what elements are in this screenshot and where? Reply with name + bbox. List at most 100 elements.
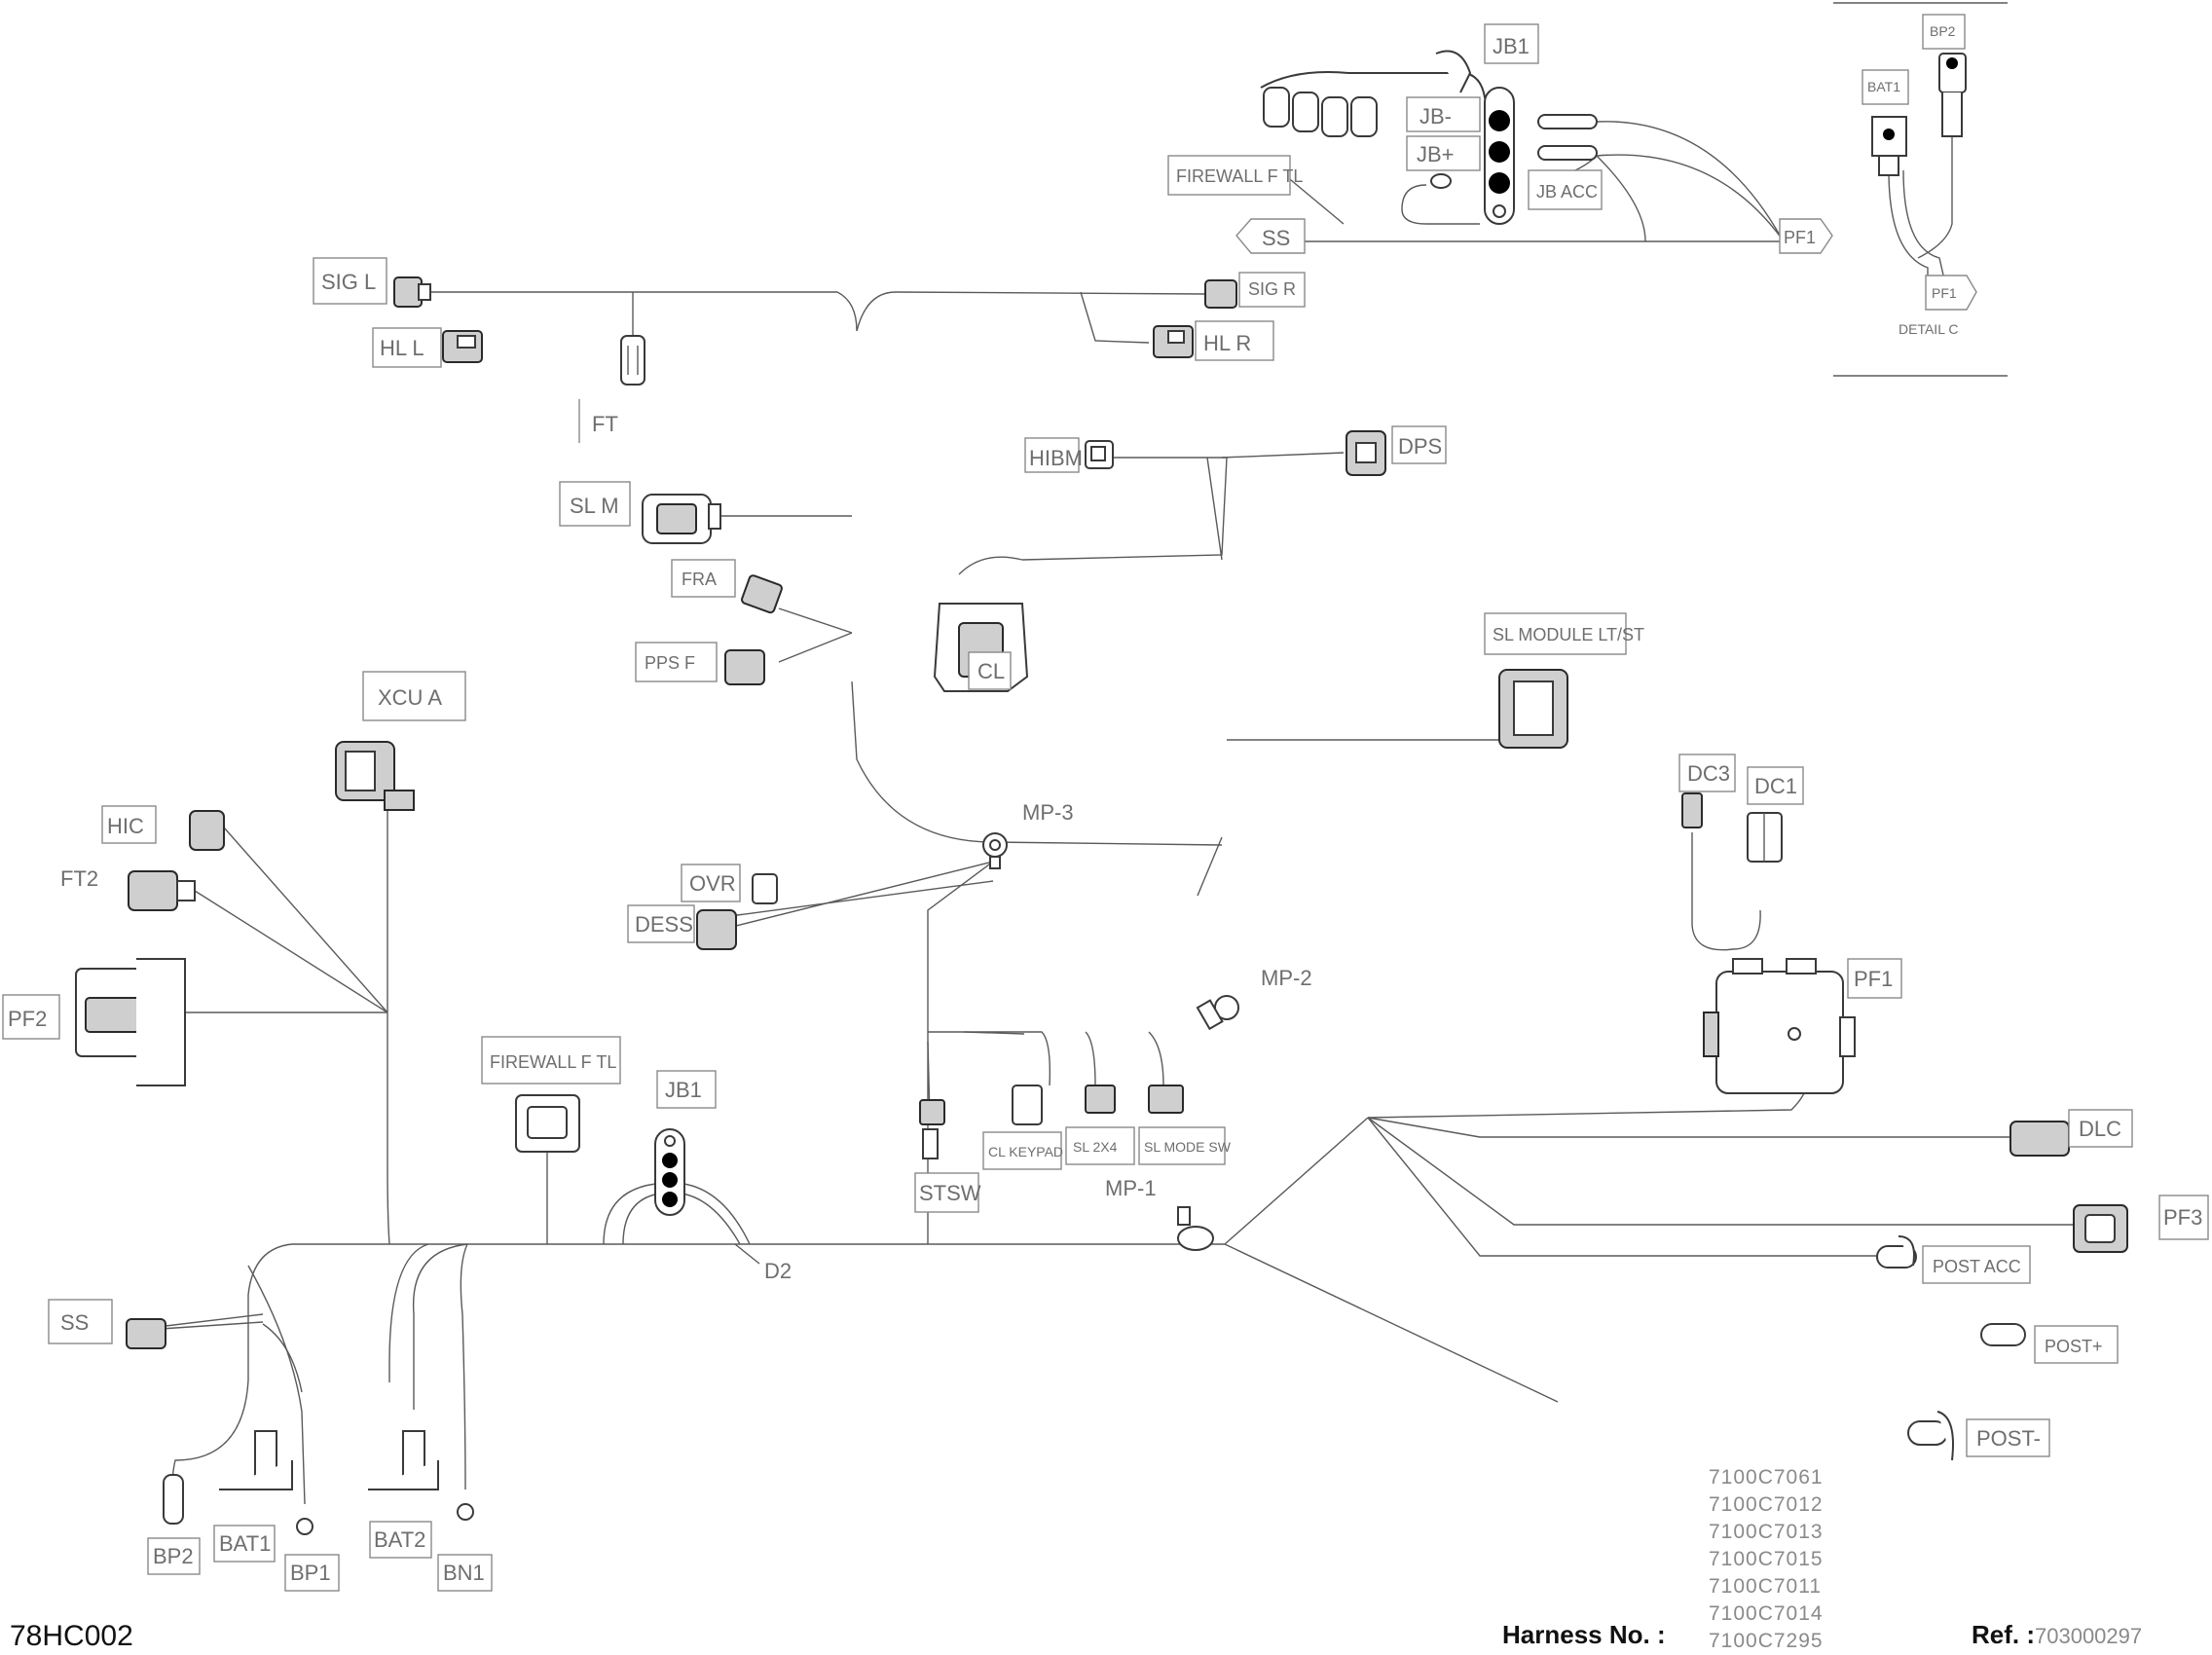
label-jb-acc: JB ACC: [1536, 182, 1598, 202]
label-bp1: BP1: [290, 1561, 331, 1585]
harness-number: 7100C7011: [1709, 1575, 1822, 1598]
sl-2x4-connector[interactable]: [1085, 1085, 1116, 1114]
sig-l-connector[interactable]: [393, 276, 431, 308]
jb-plus-terminal: [1489, 141, 1510, 163]
label-pps-f: PPS F: [645, 653, 695, 673]
label-jb-minus: JB-: [1419, 104, 1452, 129]
label-hl-r: HL R: [1203, 331, 1251, 355]
bp2-terminal[interactable]: [163, 1474, 184, 1525]
label-mp1: MP-1: [1105, 1176, 1157, 1200]
label-sl-mode-sw: SL MODE SW: [1144, 1139, 1232, 1155]
label-dlc: DLC: [2079, 1117, 2121, 1141]
label-post-acc: POST ACC: [1933, 1257, 2021, 1276]
sig-r-connector[interactable]: [1204, 279, 1237, 309]
harness-number: 7100C7295: [1709, 1630, 1824, 1652]
label-sl-m: SL M: [570, 494, 619, 518]
footer: 78HC002 Harness No. : 7100C7061 7100C701…: [10, 1466, 2142, 1652]
hibm-connector[interactable]: [1085, 440, 1114, 469]
dc3-connector[interactable]: [1681, 792, 1703, 828]
dps-connector[interactable]: [1346, 430, 1386, 476]
label-pf2: PF2: [8, 1007, 47, 1031]
label-mp2: MP-2: [1261, 966, 1312, 990]
xcu-a-connector[interactable]: [335, 741, 415, 811]
harness-number: 7100C7014: [1709, 1602, 1824, 1625]
dess-connector[interactable]: [696, 909, 737, 950]
bat2-terminal[interactable]: [368, 1430, 439, 1490]
hic-connector[interactable]: [189, 810, 225, 851]
ss-bottom-connector[interactable]: [126, 1318, 166, 1349]
label-pf1-detail: PF1: [1932, 285, 1957, 301]
pf3-connector[interactable]: [2073, 1204, 2128, 1253]
hl-l-connector[interactable]: [442, 330, 483, 363]
label-firewall-top: FIREWALL F TL: [1176, 166, 1303, 186]
label-bp2-detail: BP2: [1930, 23, 1956, 39]
ft-connector[interactable]: [620, 335, 645, 386]
label-jb1-bottom: JB1: [665, 1078, 702, 1102]
label-sl-module: SL MODULE LT/ST: [1493, 625, 1644, 644]
bat1-terminal[interactable]: [219, 1430, 293, 1490]
firewall-bottom-connector[interactable]: [515, 1094, 580, 1153]
label-detail-c: DETAIL C: [1899, 321, 1958, 337]
bp1-terminal[interactable]: [296, 1518, 313, 1535]
label-post-plus: POST+: [2045, 1337, 2103, 1356]
label-pf1-bottom: PF1: [1854, 967, 1893, 991]
pf1-fuse-box[interactable]: [1703, 958, 1856, 1094]
label-jb1-top: JB1: [1493, 34, 1530, 58]
diagram-id: 78HC002: [10, 1620, 133, 1652]
label-d2: D2: [764, 1259, 792, 1283]
sl-mode-sw-connector[interactable]: [1148, 1085, 1184, 1114]
bn1-terminal[interactable]: [457, 1503, 474, 1521]
sl-m-connector[interactable]: [642, 494, 721, 544]
label-cl-keypad: CL KEYPAD: [988, 1144, 1063, 1159]
ft2-connector[interactable]: [128, 870, 196, 911]
label-sig-l: SIG L: [321, 270, 376, 294]
label-dess: DESS: [635, 912, 693, 937]
ref-label: Ref. :: [1972, 1620, 2035, 1649]
label-bp2: BP2: [153, 1544, 194, 1568]
ring-terminals-top: [1430, 114, 1598, 189]
label-hic: HIC: [107, 814, 144, 838]
label-mp3: MP-3: [1022, 800, 1074, 825]
ref-value: 703000297: [2035, 1624, 2142, 1648]
jb-minus-terminal: [1489, 110, 1510, 131]
label-bat1-detail: BAT1: [1867, 79, 1900, 94]
mp1-grommet[interactable]: [1177, 1206, 1214, 1251]
label-hl-l: HL L: [380, 336, 424, 360]
sl-module-connector[interactable]: [1498, 669, 1568, 749]
dc1-connector[interactable]: [1747, 812, 1783, 863]
post-plus-terminal[interactable]: [1980, 1323, 2026, 1346]
label-bn1: BN1: [443, 1561, 485, 1585]
stsw-connector[interactable]: [919, 1099, 945, 1159]
harness-number: 7100C7012: [1709, 1493, 1824, 1516]
mp3-grommet[interactable]: [982, 832, 1008, 869]
label-dc3: DC3: [1687, 761, 1730, 786]
label-ovr: OVR: [689, 871, 736, 896]
label-bat1: BAT1: [219, 1531, 271, 1556]
pps-f-connector[interactable]: [724, 649, 765, 685]
cl-keypad-connector[interactable]: [1012, 1085, 1043, 1125]
jb1-top-connector[interactable]: [1260, 50, 1494, 137]
label-ss-top: SS: [1262, 226, 1290, 250]
jb-acc-terminal: [1489, 172, 1510, 194]
pf2-connector[interactable]: [75, 958, 186, 1086]
post-minus-terminal[interactable]: [1907, 1411, 1954, 1461]
label-stsw: STSW: [919, 1181, 981, 1205]
post-acc-terminal[interactable]: [1876, 1235, 1917, 1269]
label-sig-r: SIG R: [1248, 279, 1296, 299]
jb1-bottom-bar[interactable]: [654, 1128, 685, 1216]
dlc-connector[interactable]: [2009, 1121, 2070, 1157]
label-jb-plus: JB+: [1417, 142, 1455, 166]
label-fra: FRA: [682, 570, 717, 589]
ovr-connector[interactable]: [752, 873, 778, 904]
label-ss-bottom: SS: [60, 1310, 89, 1335]
fra-connector[interactable]: [741, 574, 783, 614]
mp2-grommet[interactable]: [1196, 995, 1239, 1031]
label-ft2: FT2: [60, 866, 98, 891]
label-bat2: BAT2: [374, 1527, 425, 1552]
hl-r-connector[interactable]: [1153, 325, 1194, 358]
label-cl: CL: [977, 659, 1005, 683]
label-dps: DPS: [1398, 434, 1442, 459]
label-firewall-bottom: FIREWALL F TL: [490, 1052, 616, 1072]
harness-number: 7100C7061: [1709, 1466, 1824, 1489]
components: [75, 2, 2128, 1535]
